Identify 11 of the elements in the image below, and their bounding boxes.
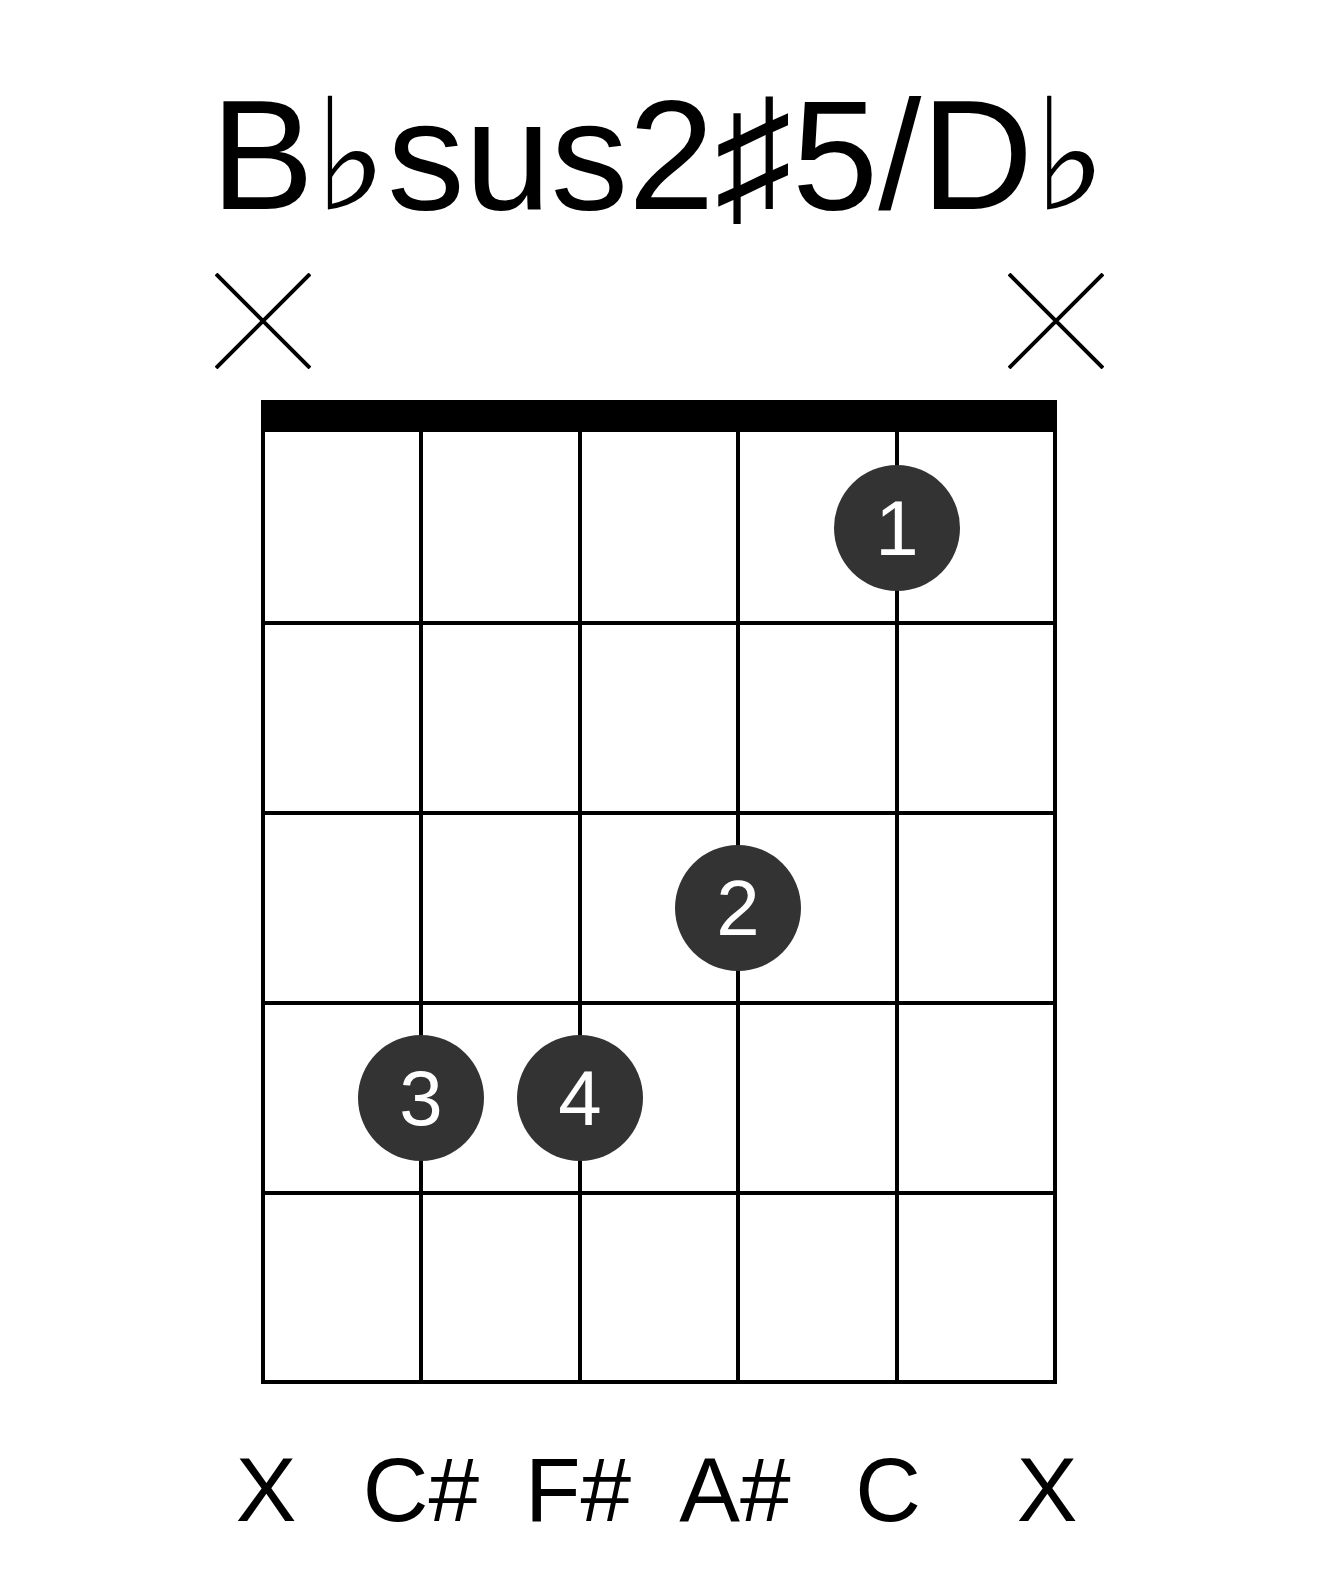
finger-number: 2 — [716, 869, 760, 947]
chord-title: B♭sus2♯5/D♭ — [210, 78, 1107, 233]
finger-number: 1 — [875, 488, 919, 567]
string-note-label: C — [855, 1444, 921, 1535]
string-note-label: A# — [679, 1444, 791, 1535]
string-note-label: X — [235, 1444, 297, 1535]
finger-number: 4 — [558, 1059, 602, 1137]
string-note-label: C# — [362, 1444, 480, 1535]
string-note-label: X — [1016, 1444, 1078, 1535]
string-note-label: F# — [524, 1444, 632, 1535]
finger-number: 3 — [399, 1059, 443, 1137]
